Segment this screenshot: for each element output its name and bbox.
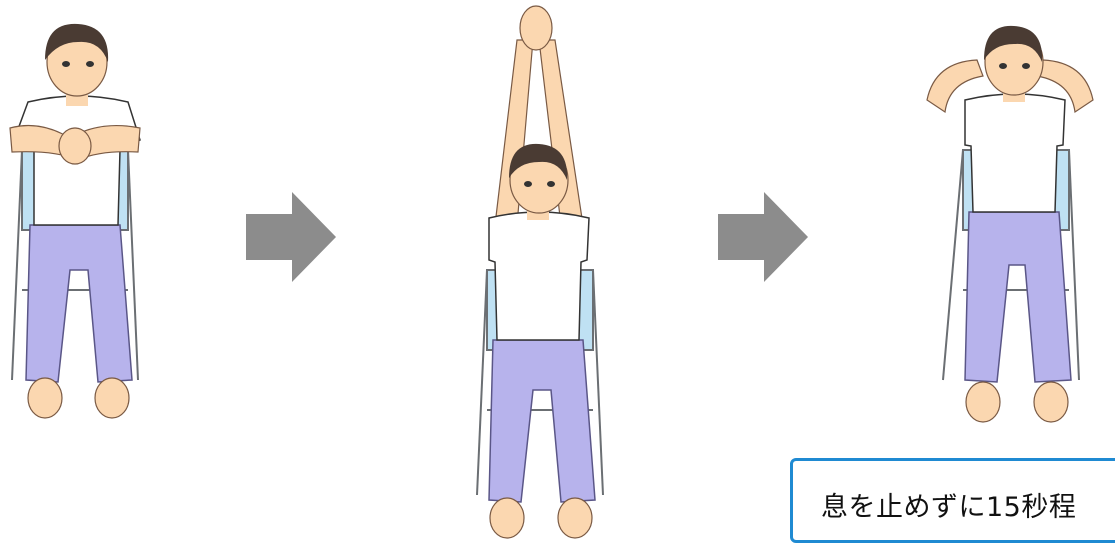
arrow-right-icon	[246, 192, 336, 282]
caption-text: 息を止めずに15秒程	[821, 485, 1076, 524]
figure-step-1	[0, 0, 170, 548]
arrow-right-icon	[718, 192, 808, 282]
caption-box: 息を止めずに15秒程	[790, 458, 1115, 543]
figure-step-3	[925, 0, 1095, 460]
figure-step-2	[455, 0, 625, 548]
